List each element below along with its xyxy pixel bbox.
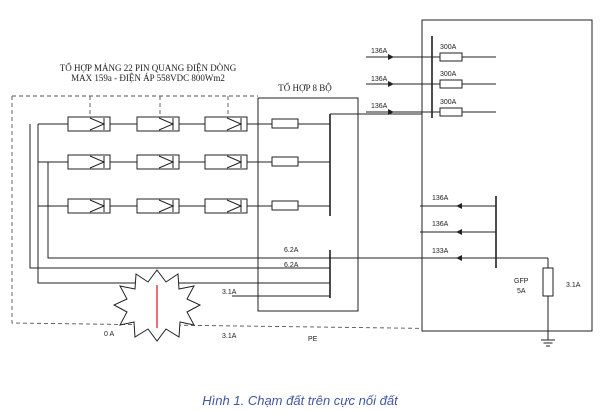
incoming-circuit-2	[420, 229, 496, 235]
outgoing-current-2: 136A	[371, 76, 388, 83]
outgoing-circuit-1	[366, 52, 496, 62]
return-conductor-outer	[37, 124, 330, 284]
outgoing-circuit-2	[366, 79, 496, 89]
outgoing-current-3: 136A	[371, 103, 388, 110]
return-conductor-inner	[29, 124, 330, 269]
gfp-fuse	[542, 267, 554, 297]
pv-array-title-line2: MAX 159a - ĐIỆN ÁP 558VDC 800Wm2	[71, 73, 225, 83]
breaker-rating-2: 300A	[440, 71, 457, 78]
incoming-circuit-3	[330, 255, 548, 261]
outgoing-current-1: 136A	[371, 48, 388, 55]
fault-current-d: 3.1A	[222, 333, 237, 340]
pv-string-row-2	[38, 154, 330, 170]
figure-caption: Hình 1. Chạm đất trên cực nối đất	[202, 393, 399, 408]
breaker-rating-3: 300A	[440, 99, 457, 106]
pv-array-title-line1: TỔ HỢP MẢNG 22 PIN QUANG ĐIỆN DÒNG	[60, 63, 237, 73]
fault-current-c: 3.1A	[222, 289, 237, 296]
ground-symbol	[541, 339, 555, 347]
breaker-rating-1: 300A	[440, 44, 457, 51]
outgoing-circuit-3	[366, 107, 496, 117]
combiner-title: TỔ HỢP 8 BỘ	[278, 83, 332, 93]
main-panel-box	[421, 19, 593, 332]
incoming-current-1: 136A	[432, 195, 449, 202]
array-dashed-frame-links	[89, 96, 229, 116]
pe-dashed-boundary	[11, 96, 546, 331]
gfp-current: 3.1A	[566, 282, 581, 289]
pv-string-row-3	[38, 198, 330, 214]
gfp-label: GFP	[514, 278, 529, 285]
fault-current-a: 6.2A	[284, 247, 299, 254]
gfp-rating: 5A	[517, 288, 526, 295]
pv-string-row-1	[38, 116, 330, 132]
incoming-current-3: 133A	[432, 248, 449, 255]
fault-current-e: 0 A	[104, 331, 114, 338]
incoming-current-2: 136A	[432, 221, 449, 228]
fault-current-b: 6.2A	[284, 262, 299, 269]
incoming-circuit-1	[420, 203, 496, 209]
pe-label: PE	[308, 336, 318, 343]
